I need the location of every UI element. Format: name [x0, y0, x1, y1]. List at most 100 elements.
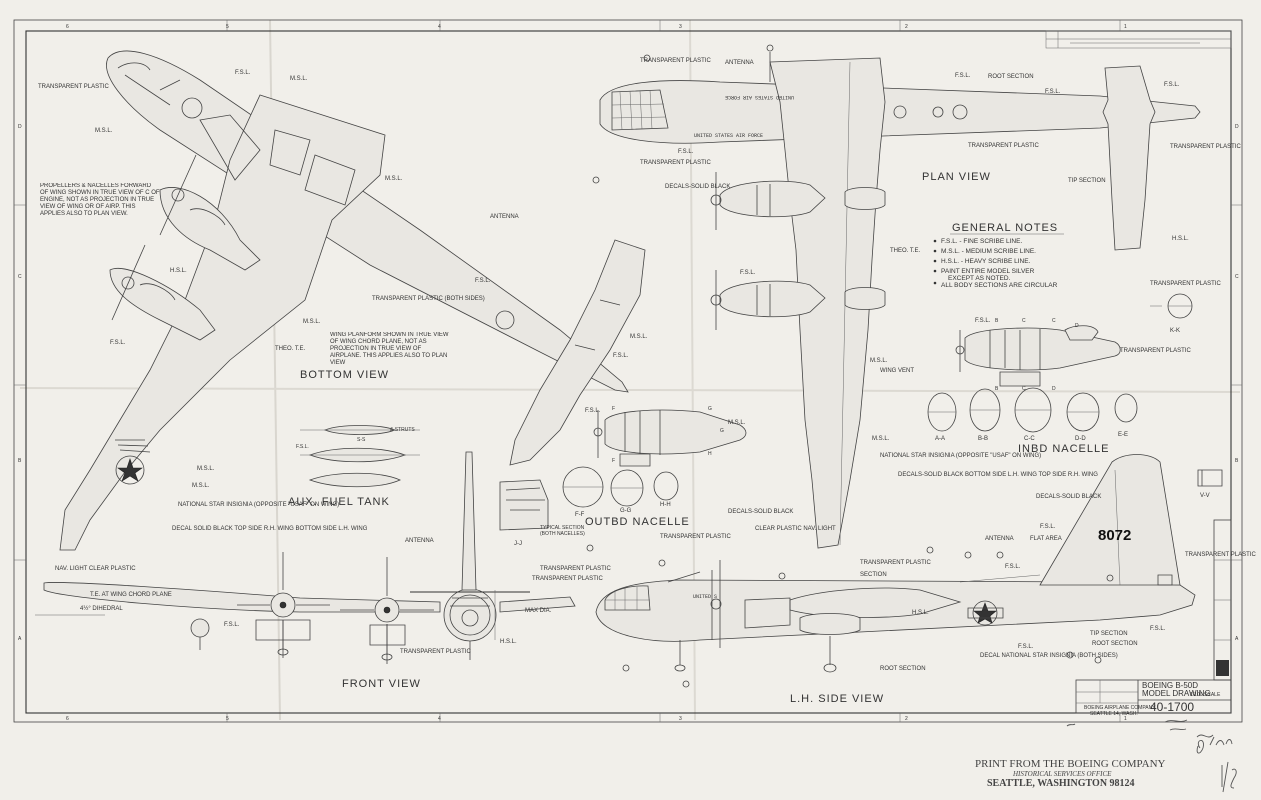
zone-top-2: 2: [905, 24, 908, 30]
note-3: H.S.L. - HEAVY SCRIBE LINE.: [941, 258, 1031, 265]
zone-left-a: A: [18, 636, 22, 642]
inbd-fsl: F.S.L.: [975, 318, 991, 324]
pv-transparent-plastic-4: TRANSPARENT PLASTIC: [1170, 144, 1241, 150]
fv-fsl: F.S.L.: [224, 622, 240, 628]
bv-antenna: ANTENNA: [490, 214, 519, 220]
bv-hsl: H.S.L.: [170, 268, 187, 274]
section-jj: J-J TYPICAL SECTION (BOTH NACELLES): [499, 479, 585, 547]
section-bb: B-B: [978, 436, 988, 442]
outbd-fsl: F.S.L.: [585, 408, 601, 414]
sv-transparent-plastic-3: TRANSPARENT PLASTIC: [860, 560, 931, 566]
bv-propellers-note: PROPELLERS & NACELLES FORWARD OF WING SH…: [40, 183, 160, 217]
sv-root-section-2: ROOT SECTION: [880, 666, 926, 672]
fv-transparent-plastic-1: TRANSPARENT PLASTIC: [532, 576, 603, 582]
pv-fsl-1: F.S.L.: [955, 73, 971, 79]
bv-transparent-plastic: TRANSPARENT PLASTIC: [38, 84, 109, 90]
zone-bottom-3: 3: [679, 716, 682, 722]
sv-root-section: ROOT SECTION: [1092, 641, 1138, 647]
tb-company: BOEING AIRPLANE COMPANY: [1084, 705, 1156, 711]
side-usaf-marking: UNITED S: [693, 594, 717, 600]
aux-fuel-tank: S-S & STRUTS F.S.L.: [296, 425, 420, 488]
bv-fsl-2: F.S.L.: [475, 278, 491, 284]
pv-antenna: ANTENNA: [725, 60, 754, 66]
note-6: ALL BODY SECTIONS ARE CIRCULAR: [941, 282, 1058, 289]
section-vv: V-V: [1197, 469, 1223, 499]
vv-label: V-V: [1200, 493, 1210, 499]
side-view-aircraft: [586, 454, 1196, 688]
inbd-transparent-plastic: TRANSPARENT PLASTIC: [1120, 348, 1191, 354]
zone-bottom-5: 5: [226, 716, 229, 722]
pv-theo-te: THEO. T.E.: [890, 248, 921, 254]
bv-msl-4: M.S.L.: [303, 319, 321, 325]
section-aa: A-A: [935, 436, 945, 442]
jj-typical-section: TYPICAL SECTION (BOTH NACELLES): [540, 525, 585, 537]
propellers-note-text: PROPELLERS & NACELLES FORWARD OF WING SH…: [40, 183, 160, 217]
bv-fsl-3: F.S.L.: [613, 353, 629, 359]
pv-transparent-plastic-1: TRANSPARENT PLASTIC: [640, 58, 711, 64]
zone-right-c: C: [1235, 274, 1239, 280]
bottom-view-title: BOTTOM VIEW: [300, 369, 389, 381]
note-2: M.S.L. - MEDIUM SCRIBE LINE.: [941, 248, 1036, 255]
footer-line-1: PRINT FROM THE BOEING COMPANY: [975, 758, 1166, 770]
pv-fsl-3: F.S.L.: [1164, 82, 1180, 88]
front-view-title: FRONT VIEW: [342, 678, 421, 690]
zone-left-c: C: [18, 274, 22, 280]
aux-tank-title: AUX. FUEL TANK: [288, 496, 390, 508]
outbd-nacelle-title: OUTBD NACELLE: [585, 516, 690, 528]
section-hh: H-H: [660, 502, 671, 508]
aux-struts: & STRUTS: [390, 427, 415, 433]
fv-hsl: H.S.L.: [500, 639, 517, 645]
outbd-msl: M.S.L.: [728, 420, 746, 426]
sv-transparent-plastic-4: TRANSPARENT PLASTIC: [1185, 552, 1256, 558]
bv-msl-1: M.S.L.: [290, 76, 308, 82]
general-notes: GENERAL NOTES F.S.L. - FINE SCRIBE LINE.…: [933, 222, 1064, 289]
outer-border: [13, 19, 1243, 723]
bv-theo-te: THEO. T.E.: [275, 346, 306, 352]
section-cc: C-C: [1024, 436, 1035, 442]
svg-text:H: H: [708, 451, 712, 457]
zone-top-4: 4: [438, 24, 441, 30]
section-ff: F-F: [575, 512, 585, 518]
pv-transparent-plastic-2: TRANSPARENT PLASTIC: [640, 160, 711, 166]
zone-bottom-6: 6: [66, 716, 69, 722]
plan-usaf-fuselage: UNITED STATES AIR FORCE: [725, 94, 794, 100]
tb-scale: 1/100 SCALE: [1190, 692, 1221, 698]
pv-decals: DECALS-SOLID BLACK: [665, 184, 730, 190]
bv-fsl-4: F.S.L.: [110, 340, 126, 346]
bv-transparent-both: TRANSPARENT PLASTIC (BOTH SIDES): [372, 296, 485, 302]
kk-label: K-K: [1170, 328, 1180, 334]
sv-decals: DECALS-SOLID BLACK: [728, 509, 793, 515]
sv-clear-plastic: CLEAR PLASTIC NAV. LIGHT: [755, 526, 836, 532]
pv-fsl-5: F.S.L.: [740, 270, 756, 276]
pv-fsl-2: F.S.L.: [1045, 89, 1061, 95]
plan-usaf-wing: UNITED STATES AIR FORCE: [694, 133, 763, 139]
sv-section: SECTION: [860, 572, 887, 578]
zone-top-1: 1: [1124, 24, 1127, 30]
plan-view-aircraft: [592, 44, 1201, 549]
bv-planform-note: WING PLANFORM SHOWN IN TRUE VIEW OF WING…: [330, 332, 449, 366]
bv-national-star: NATIONAL STAR INSIGNIA (OPPOSITE "USAF" …: [178, 502, 339, 508]
sv-fsl-1: F.S.L.: [1040, 524, 1056, 530]
pv-msl-1: M.S.L.: [870, 358, 888, 364]
zone-right-a: A: [1235, 636, 1239, 642]
sv-decals-fin: DECALS-SOLID BLACK: [1036, 494, 1101, 500]
pv-root-section: ROOT SECTION: [988, 74, 1034, 80]
side-view-title: L.H. SIDE VIEW: [790, 693, 884, 705]
sv-fsl-2: F.S.L.: [1005, 564, 1021, 570]
zone-right-b: B: [1235, 458, 1239, 464]
tb-name-1: BOEING B-50D: [1142, 681, 1198, 690]
sv-fsl-4: F.S.L.: [1018, 644, 1034, 650]
zone-right-d: D: [1235, 124, 1239, 130]
sv-decal-national: DECAL NATIONAL STAR INSIGNIA (BOTH SIDES…: [980, 653, 1118, 659]
outbd-sections: F-F G-G H-H: [562, 466, 679, 518]
svg-text:C: C: [1022, 318, 1026, 324]
plan-view-title: PLAN VIEW: [922, 171, 991, 183]
inner-border: [25, 30, 1232, 714]
svg-text:D: D: [1075, 323, 1079, 329]
fv-transparent-plastic-2: TRANSPARENT PLASTIC: [400, 649, 471, 655]
bv-msl-3: M.S.L.: [385, 176, 403, 182]
svg-text:C: C: [1052, 318, 1056, 324]
tb-city: SEATTLE 14, WASH.: [1090, 711, 1138, 717]
